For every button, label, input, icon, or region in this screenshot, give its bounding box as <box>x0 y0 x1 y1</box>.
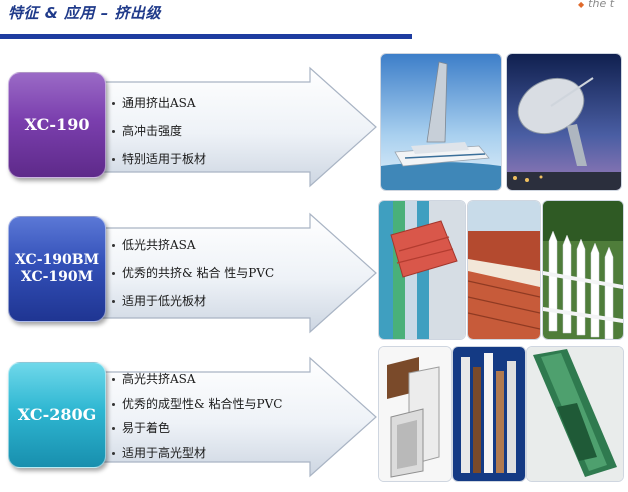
roof-sheet-photo <box>378 200 466 340</box>
list-item: 适用于低光板材 <box>112 287 274 315</box>
list-item: 高冲击强度 <box>112 117 206 145</box>
feature-list-3: 高光共挤ASA 优秀的成型性& 粘合性与PVC 易于着色 适用于高光型材 <box>112 367 282 465</box>
grade-label-xc280g: XC-280G <box>8 362 106 468</box>
roof-tile-photo <box>467 200 541 340</box>
list-item: 优秀的成型性& 粘合性与PVC <box>112 392 282 417</box>
grade-line: XC-280G <box>17 405 97 424</box>
list-item: 特别适用于板材 <box>112 145 206 173</box>
feature-list-1: 通用挤出ASA 高冲击强度 特别适用于板材 <box>112 89 206 173</box>
list-item: 适用于高光型材 <box>112 441 282 466</box>
list-item: 高光共挤ASA <box>112 367 282 392</box>
diamond-icon: ◆ <box>578 0 585 9</box>
grade-label-xc190: XC-190 <box>8 72 106 178</box>
satellite-dish-photo <box>506 53 622 191</box>
feature-arrow-1: 通用挤出ASA 高冲击强度 特别适用于板材 <box>98 66 380 188</box>
green-profile-photo <box>526 346 624 482</box>
white-fence-photo <box>542 200 624 340</box>
feature-arrow-3: 高光共挤ASA 优秀的成型性& 粘合性与PVC 易于着色 适用于高光型材 <box>98 356 380 478</box>
grade-label-xc190bm: XC-190BM XC-190M <box>8 216 106 322</box>
list-item: 易于着色 <box>112 416 282 441</box>
grade-line: XC-190M <box>20 269 94 285</box>
yacht-photo <box>380 53 502 191</box>
title-underline <box>0 34 412 39</box>
list-item: 通用挤出ASA <box>112 89 206 117</box>
slide-title: 特征 & 应用 – 挤出级 <box>8 4 161 22</box>
grade-line: XC-190BM <box>14 251 100 268</box>
color-profiles-photo <box>452 346 526 482</box>
list-item: 优秀的共挤& 粘合 性与PVC <box>112 259 274 287</box>
list-item: 低光共挤ASA <box>112 231 274 259</box>
feature-arrow-2: 低光共挤ASA 优秀的共挤& 粘合 性与PVC 适用于低光板材 <box>98 212 380 334</box>
corner-text: the t <box>588 0 615 10</box>
feature-list-2: 低光共挤ASA 优秀的共挤& 粘合 性与PVC 适用于低光板材 <box>112 231 274 315</box>
corner-tagline: ◆the t <box>578 0 614 10</box>
grade-line: XC-190 <box>24 115 90 134</box>
window-profile-photo <box>378 346 452 482</box>
